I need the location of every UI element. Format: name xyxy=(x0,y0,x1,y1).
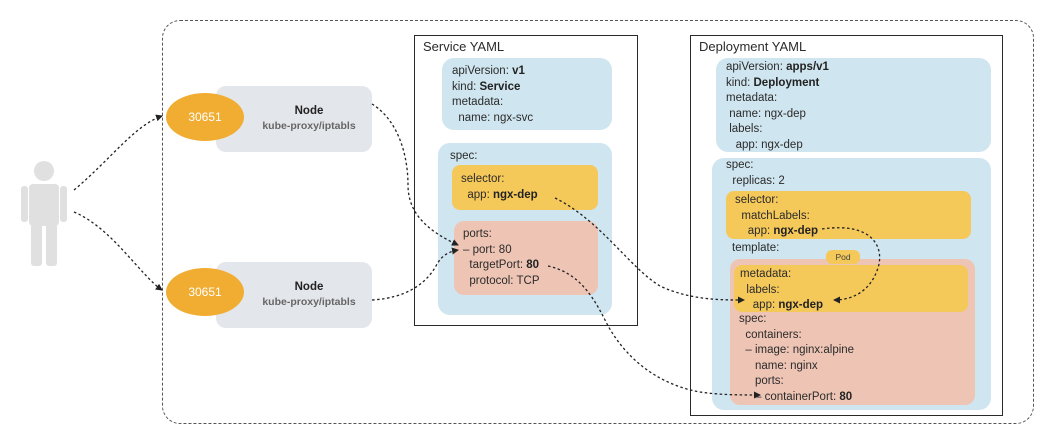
node-title: Node xyxy=(294,105,324,117)
service-ports-block: ports: – port: 80 targetPort: 80 protoco… xyxy=(454,221,598,295)
service-yaml-title: Service YAML xyxy=(423,39,505,54)
node-subtitle: kube-proxy/iptabls xyxy=(262,120,356,132)
arrow-targetport-to-containerport xyxy=(547,265,761,399)
yaml-line: labels: xyxy=(726,123,763,135)
node-port-bottom: 30651 xyxy=(166,268,244,316)
service-spec-label: spec: xyxy=(450,150,478,162)
user-icon xyxy=(21,161,67,266)
service-selector-block: selector: app: ngx-dep xyxy=(452,165,598,210)
node-port-label: 30651 xyxy=(188,285,222,299)
cluster-boundary xyxy=(162,20,1034,424)
yaml-line: metadata: xyxy=(726,92,778,104)
arrow-node-top-to-ports xyxy=(371,103,459,246)
arrow-user-to-node-top xyxy=(73,114,163,191)
yaml-line: spec: xyxy=(726,159,754,171)
yaml-line: ports: xyxy=(463,228,492,240)
pod-metadata-block: metadata: labels: app: ngx-dep xyxy=(734,265,968,312)
yaml-line: targetPort: 80 xyxy=(463,259,540,271)
yaml-line: apiVersion: v1 xyxy=(452,65,525,77)
service-metadata-block: apiVersion: v1 kind: Service metadata: n… xyxy=(442,58,612,130)
yaml-line: – port: 80 xyxy=(463,243,512,256)
pod-template-block: metadata: labels: app: ngx-dep spec: con… xyxy=(730,259,975,405)
service-metadata-lines: apiVersion: v1 kind: Service metadata: n… xyxy=(452,64,533,126)
service-yaml-panel: Service YAML apiVersion: v1 kind: Servic… xyxy=(414,35,638,326)
node-title: Node xyxy=(294,281,324,293)
yaml-line: name: ngx-dep xyxy=(726,107,806,120)
yaml-line: app: ngx-dep xyxy=(735,225,819,237)
yaml-line: app: ngx-dep xyxy=(726,138,803,151)
yaml-line: selector: xyxy=(735,194,779,206)
yaml-line: replicas: 2 xyxy=(726,174,785,187)
yaml-line: app: ngx-dep xyxy=(461,188,538,201)
node-port-top: 30651 xyxy=(166,93,244,141)
yaml-line: metadata: xyxy=(452,96,504,108)
yaml-line: spec: xyxy=(739,313,767,325)
yaml-line: ports: xyxy=(739,375,784,387)
yaml-line: containers: xyxy=(739,328,802,341)
yaml-line: – image: nginx:alpine xyxy=(739,344,855,356)
node-subtitle: kube-proxy/iptabls xyxy=(262,296,356,308)
arrow-matchlabels-to-pod-labels xyxy=(821,227,881,304)
deployment-yaml-title: Deployment YAML xyxy=(699,39,807,54)
yaml-line: kind: Deployment xyxy=(726,76,820,89)
deployment-template-label: template: xyxy=(732,242,780,254)
deployment-yaml-panel: Deployment YAML apiVersion: apps/v1 kind… xyxy=(690,35,1003,416)
arrow-user-to-node-bottom xyxy=(73,211,163,291)
yaml-line: name: ngx-svc xyxy=(452,111,534,124)
deployment-metadata-block: apiVersion: apps/v1 kind: Deployment met… xyxy=(716,58,991,152)
pod-tag: Pod xyxy=(826,250,860,264)
arrow-node-bottom-to-ports xyxy=(371,247,459,301)
yaml-line: matchLabels: xyxy=(735,209,810,222)
yaml-line: kind: Service xyxy=(452,80,521,93)
yaml-line: app: ngx-dep xyxy=(740,299,824,311)
arrow-selector-to-pod-labels xyxy=(554,197,745,304)
yaml-line: labels: xyxy=(740,283,780,296)
yaml-line: metadata: xyxy=(740,268,792,280)
deployment-spec-block: spec: replicas: 2 selector: matchLabels:… xyxy=(712,158,991,410)
yaml-line: selector: xyxy=(461,173,505,185)
pod-spec-lines: spec: containers: – image: nginx:alpine … xyxy=(739,312,854,405)
yaml-line: name: nginx xyxy=(739,359,818,372)
yaml-line: protocol: TCP xyxy=(463,274,540,287)
deployment-selector-block: selector: matchLabels: app: ngx-dep xyxy=(726,191,971,239)
yaml-line: apiVersion: apps/v1 xyxy=(726,61,829,73)
node-port-label: 30651 xyxy=(188,110,222,124)
